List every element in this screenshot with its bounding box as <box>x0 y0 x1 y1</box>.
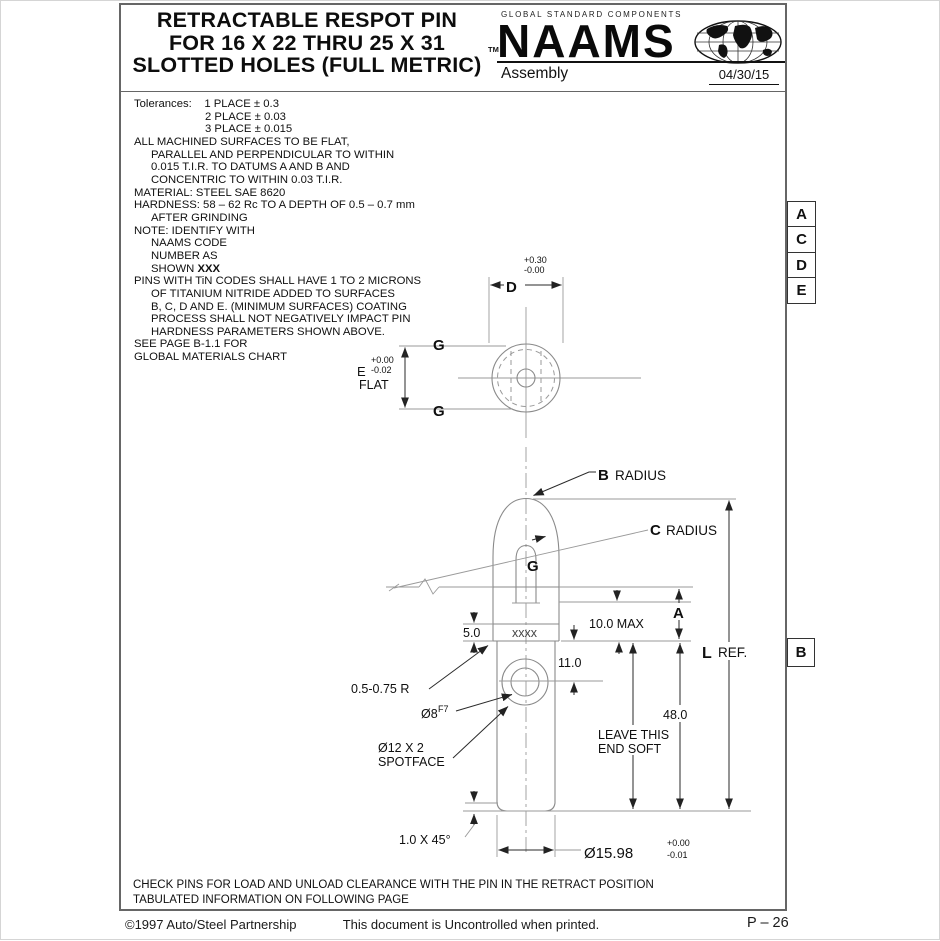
corner-radius-label: 0.5-0.75 R <box>351 682 409 696</box>
dim-d-label: D <box>506 279 517 296</box>
brand-logo-text: NAAMS <box>497 15 676 67</box>
note-line: SHOWN XXX <box>151 262 221 275</box>
note-line: NUMBER AS <box>151 249 218 262</box>
datum-tab-d: D <box>787 251 816 279</box>
note-line: OF TITANIUM NITRIDE ADDED TO SURFACES <box>151 287 395 300</box>
note-line: PINS WITH TiN CODES SHALL HAVE 1 TO 2 MI… <box>134 275 422 288</box>
note-line: PARALLEL AND PERPENDICULAR TO WITHIN <box>151 148 395 161</box>
dim-a-label: A <box>673 605 684 622</box>
b-radius-word: RADIUS <box>615 468 666 483</box>
note-line: 2 PLACE ± 0.03 <box>205 110 286 123</box>
bottom-note-line: CHECK PINS FOR LOAD AND UNLOAD CLEARANCE… <box>133 879 654 891</box>
brand-tagline: GLOBAL STANDARD COMPONENTS <box>501 10 683 19</box>
note-line: CONCENTRIC TO WITHIN 0.03 T.I.R. <box>151 173 343 186</box>
trademark-symbol: TM <box>488 45 499 54</box>
dim-10-max: 10.0 MAX <box>589 617 645 631</box>
slot-g-label: G <box>527 558 539 575</box>
dim-e-label: E <box>357 364 366 379</box>
globe-icon <box>694 20 782 64</box>
pin-dome-outline <box>492 497 560 587</box>
leave-soft-label-2: END SOFT <box>598 742 662 756</box>
revision-date: 04/30/15 <box>709 67 779 85</box>
dim-e-tol-plus: +0.00 <box>371 355 394 365</box>
top-view: D +0.30 -0.00 G G E +0.00 -0.02 FLAT <box>357 255 641 438</box>
dim-48-0: 48.0 <box>663 708 687 722</box>
brand-subtitle: Assembly <box>501 65 569 82</box>
sheet-border <box>119 3 787 911</box>
note-line: AFTER GRINDING <box>151 211 248 224</box>
title-line-2: FOR 16 X 22 THRU 25 X 31 <box>168 30 446 55</box>
note-line: 0.015 T.I.R. TO DATUMS A AND B AND <box>151 161 350 174</box>
brand-rule <box>497 61 785 63</box>
footer-copyright: ©1997 Auto/Steel Partnership <box>125 917 297 932</box>
datum-tab-e: E <box>787 276 816 304</box>
title-line-1: RETRACTABLE RESPOT PIN <box>156 8 458 32</box>
hole-dia-label: Ø8 <box>421 707 438 721</box>
datum-tab-a: A <box>787 201 816 229</box>
l-ref-letter: L <box>702 645 712 662</box>
title-divider <box>119 91 787 92</box>
chamfer-label: 1.0 X 45° <box>399 833 451 847</box>
footer-disclaimer: This document is Uncontrolled when print… <box>342 917 600 932</box>
leave-soft-label-1: LEAVE THIS <box>598 728 669 742</box>
note-line: 3 PLACE ± 0.015 <box>205 123 293 136</box>
footer-page-number: P – 26 <box>747 915 789 931</box>
datum-tab-b: B <box>787 638 815 667</box>
side-view <box>386 447 751 857</box>
note-line: SEE PAGE B-1.1 FOR <box>134 338 248 351</box>
bottom-note-block: CHECK PINS FOR LOAD AND UNLOAD CLEARANCE… <box>133 878 654 908</box>
note-line: MATERIAL: STEEL SAE 8620 <box>134 186 286 199</box>
dim-11-0: 11.0 <box>558 656 581 670</box>
note-line: GLOBAL MATERIALS CHART <box>134 351 287 364</box>
drawing-labels: B RADIUS C RADIUS G xxxx 5.0 10.0 MAX A … <box>351 467 747 862</box>
b-radius-letter: B <box>598 467 609 484</box>
note-line: NOTE: IDENTIFY WITH <box>134 224 255 237</box>
spotface-label-2: SPOTFACE <box>378 755 445 769</box>
shank-dia-label: Ø15.98 <box>584 845 633 862</box>
note-line: Tolerances: 1 PLACE ± 0.3 <box>134 98 279 110</box>
dim-e-flat: FLAT <box>359 378 389 392</box>
l-ref-word: REF. <box>718 645 747 660</box>
pin-marking: xxxx <box>512 626 538 640</box>
note-line: HARDNESS PARAMETERS SHOWN ABOVE. <box>151 325 385 338</box>
bottom-note-line: TABULATED INFORMATION ON FOLLOWING PAGE <box>133 893 409 906</box>
dim-e-tol-minus: -0.02 <box>371 365 392 375</box>
page-title: RETRACTABLE RESPOT PIN FOR 16 X 22 THRU … <box>121 9 493 77</box>
c-radius-letter: C <box>650 522 661 539</box>
note-line: PROCESS SHALL NOT NEGATIVELY IMPACT PIN <box>151 313 411 326</box>
note-line: NAAMS CODE <box>151 237 227 250</box>
note-line: HARDNESS: 58 – 62 Rc TO A DEPTH OF 0.5 –… <box>134 199 415 212</box>
dim-d-tol-minus: -0.00 <box>524 265 545 275</box>
hole-fit-label: F7 <box>438 704 449 714</box>
note-line: B, C, D AND E. (MINIMUM SURFACES) COATIN… <box>151 300 407 313</box>
title-line-3: SLOTTED HOLES (FULL METRIC) <box>132 53 482 77</box>
note-line: ALL MACHINED SURFACES TO BE FLAT, <box>134 135 350 148</box>
pin-slot-outline <box>515 544 537 603</box>
shank-tol-plus: +0.00 <box>667 838 690 848</box>
spotface-label-1: Ø12 X 2 <box>378 741 424 755</box>
dim-d-tol-plus: +0.30 <box>524 255 547 265</box>
c-radius-word: RADIUS <box>666 523 717 538</box>
datum-tab-c: C <box>787 226 816 254</box>
shank-tol-minus: -0.01 <box>667 850 688 860</box>
dim-5-0: 5.0 <box>463 626 480 640</box>
dim-g-top: G <box>433 337 445 354</box>
dim-g-bottom: G <box>433 403 445 420</box>
